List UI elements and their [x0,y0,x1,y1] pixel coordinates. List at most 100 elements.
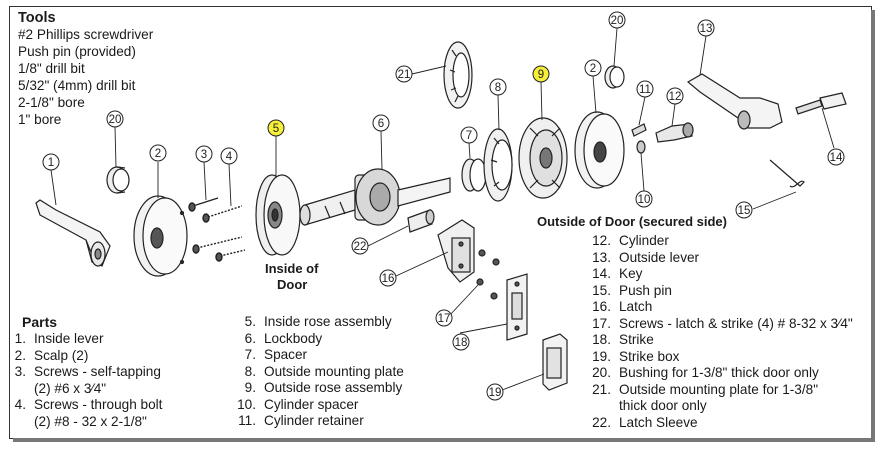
part-item: 19.Strike box [592,348,680,364]
part-item: 4.Screws - through bolt(2) #8 - 32 x 2-1… [14,397,163,429]
svg-text:3: 3 [201,149,207,161]
tools-item: #2 Phillips screwdriver [18,27,154,42]
callout-20-left: 20 [106,110,124,128]
inside-rose-drawing [255,174,301,256]
part-item: 14.Key [592,266,643,281]
tools-item: 1/8" drill bit [18,61,85,76]
svg-text:16: 16 [382,273,395,285]
strike-box-drawing [542,333,568,391]
part-item: 13.Outside lever [592,249,700,265]
outside-of-door-label: Outside of Door (secured side) [537,214,727,229]
callout-8: 8 [489,78,507,96]
part-item: 6.Lockbody [244,330,323,346]
callout-2-right: 2 [584,59,602,77]
bushing-left-drawing [106,166,130,194]
inside-lever-drawing [35,199,111,267]
svg-text:2: 2 [155,148,161,160]
part-item: 11.Cylinder retainer [238,413,364,428]
part-item: 7.Spacer [244,347,308,362]
latch-screws-drawing [476,249,500,300]
frame-shadow-bottom [13,438,875,442]
svg-text:2: 2 [590,63,596,75]
tools-item: 1" bore [18,112,62,127]
svg-text:11: 11 [639,84,651,96]
part-item: 5.Inside rose assembly [244,314,392,329]
outside-lever-drawing [686,73,783,130]
tools-item: 2-1/8" bore [18,95,85,110]
part-item: 2.Scalp (2) [14,347,89,363]
callout-22: 22 [351,237,369,255]
part-item: 12.Cylinder [592,233,669,248]
callout-4: 4 [220,147,238,165]
outside-mounting-plate-drawing [483,128,513,202]
frame-shadow-right [871,10,875,440]
push-pin-drawing [769,159,805,188]
svg-text:6: 6 [378,118,384,130]
part-item: 3.Screws - self-tapping(2) #6 x 3⁄4" [14,364,161,396]
svg-text:13: 13 [700,23,713,35]
callout-14: 14 [827,148,845,166]
part-item: 16.Latch [592,299,653,314]
outside-mounting-plate-thin-drawing [443,41,473,109]
svg-text:18: 18 [455,337,468,349]
svg-text:17: 17 [438,313,451,325]
lockbody-drawing [299,168,451,226]
part-item: 9.Outside rose assembly [244,380,403,395]
svg-text:22: 22 [354,241,367,253]
screws-drawing [188,197,246,262]
part-item: 21.Outside mounting plate for 1-3/8"thic… [592,381,819,414]
callout-16: 16 [379,269,397,287]
tools-item: 5/32" (4mm) drill bit [18,78,136,93]
cylinder-parts-drawing [631,122,694,154]
svg-text:9: 9 [538,69,544,81]
part-item: 18.Strike [592,332,654,347]
callout-21: 21 [395,65,413,83]
callout-19: 19 [486,383,504,401]
outside-rose-drawing [518,117,568,199]
leader-lines [50,27,835,391]
spacer-drawing [461,158,487,192]
callout-6: 6 [372,114,390,132]
key-drawing [795,92,847,115]
part-item: 8.Outside mounting plate [244,363,404,379]
parts-list-col3: 12.Cylinder 13.Outside lever 14.Key 15.P… [585,233,853,431]
parts-list-col1: 1.Inside lever 2.Scalp (2) 3.Screws - se… [0,331,163,430]
callout-11: 11 [636,80,654,98]
part-item: 10.Cylinder spacer [237,396,359,412]
svg-text:12: 12 [669,91,682,103]
part-item: 20.Bushing for 1-3/8" thick door only [592,365,819,380]
callouts: 1 20 2 3 4 5 6 7 8 9 21 20 2 13 11 12 10… [42,11,845,401]
inside-of-door-label: Inside of [265,261,319,276]
svg-text:10: 10 [638,194,651,206]
callout-15: 15 [735,201,753,219]
part-item: 15.Push pin [592,282,672,298]
part-item: 17.Screws - latch & strike (4) # 8-32 x … [592,315,853,331]
callout-2-left: 2 [149,144,167,162]
parts-list-col2: 5.Inside rose assembly 6.Lockbody 7.Spac… [230,314,404,430]
svg-text:15: 15 [738,205,751,217]
callout-1: 1 [42,153,60,171]
latch-drawing [437,219,475,283]
callout-17: 17 [435,309,453,327]
callout-12: 12 [666,87,684,105]
callout-7: 7 [460,126,478,144]
latch-sleeve-drawing [407,209,435,233]
inside-of-door-label-2: Door [277,277,308,292]
callout-18: 18 [452,333,470,351]
svg-text:19: 19 [489,387,502,399]
part-item: 1.Inside lever [14,331,104,346]
svg-text:14: 14 [830,152,843,164]
svg-text:1: 1 [48,157,54,169]
svg-text:21: 21 [398,69,411,81]
svg-text:7: 7 [466,130,472,142]
parts-heading: Parts [22,314,58,330]
svg-text:20: 20 [109,114,122,126]
callout-20-right: 20 [608,11,626,29]
svg-text:20: 20 [611,15,624,27]
tools-item: Push pin (provided) [18,44,136,59]
bushing-right-drawing [604,65,625,89]
callout-9-highlighted: 9 [532,65,550,83]
callout-13: 13 [697,19,715,37]
svg-text:8: 8 [495,82,501,94]
